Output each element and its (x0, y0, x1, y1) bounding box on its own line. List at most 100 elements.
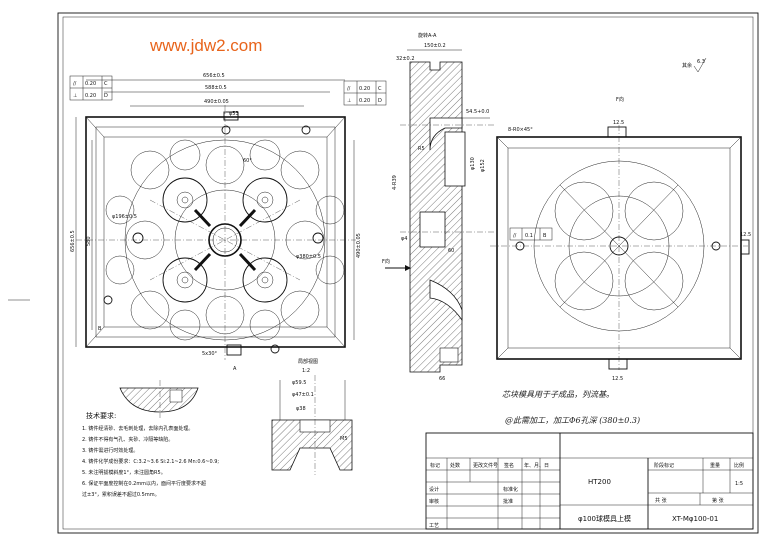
dim-top-3: 490±0.05 (204, 99, 229, 105)
cavity-4 (242, 257, 288, 303)
tb-stage-label: 阶段标记 (654, 462, 674, 469)
detail-view: 局部视图 1:2 φ59.5 φ47±0.1 φ38 M5 (119, 358, 353, 475)
tb-scale-label: 比例 (734, 462, 744, 469)
right-dim-2: 12.5 (740, 232, 751, 238)
section-dim-4: 4-R39 (392, 175, 398, 190)
geo-tol-4-ref: D (378, 98, 382, 104)
tech-item: 过±3°，累积误差不超过0.5mm。 (82, 491, 160, 498)
tb-row-label: 签名 (504, 462, 514, 469)
left-top-view: // 0.20 C ⊥ 0.20 D // 0.20 C ⊥ 0.20 D 65… (69, 73, 387, 372)
tb-role-label: 工艺 (429, 523, 439, 529)
tech-item: 4. 铸件化学成份要求：C:3.2~3.6 Si:2.1~2.6 Mn:0.6~… (82, 458, 219, 465)
tb-row-label: 年、月、日 (524, 462, 549, 469)
inner-border (62, 16, 754, 530)
guide-hole-right (312, 232, 324, 244)
tb-role-label: 批准 (503, 498, 513, 505)
right-dim-chamfer: 8-R0×45° (508, 127, 533, 133)
tb-row-label: 处数 (450, 462, 460, 469)
guide-hole-left (132, 232, 144, 244)
dim-hole-1: φ196±0.5 (112, 214, 137, 220)
geo-tol-3-ref: C (378, 86, 382, 92)
label-a: A (233, 366, 237, 372)
tech-requirements: 技术要求: 1. 铸件经清砂、去毛刺处理，去除内孔表面处理。 2. 铸件不得有气… (82, 411, 219, 498)
right-geo-tolerance: // 0.1 B (509, 227, 553, 241)
label-b: B (98, 326, 102, 332)
dim-bolt: φ53 (229, 111, 239, 117)
geo-tol-1-ref: C (104, 81, 108, 87)
dim-chamfer: 5x30° (202, 351, 218, 357)
tb-sheet-label-2: 第 张 (712, 497, 724, 504)
handwritten-note-2: @此需加工，加工Φ6孔深 (380±0.3) (505, 416, 640, 425)
plate-outline (85, 116, 346, 348)
lug-top (223, 111, 239, 121)
dim-left-2: 580 (86, 236, 92, 246)
detail-title: 局部视图 (298, 358, 318, 365)
dim-hole-2: φ380±0.5 (296, 254, 321, 260)
tech-item: 2. 铸件不得有气孔、夹砂、冷隔等缺陷。 (82, 436, 173, 443)
section-view-aa: 旋转A-A 150±0.2 32±0.2 54.5+0.0 φ130 φ152 … (382, 32, 495, 382)
detail-dim-1: φ59.5 (292, 380, 306, 386)
detail-section (271, 419, 353, 471)
outer-border (57, 12, 759, 534)
tb-weight-label: 重量 (710, 462, 720, 469)
title-block: 标记 处数 更改文件号 签名 年、月、日 设计 标准化 审核 工艺 批准 HT2… (425, 432, 754, 530)
geo-tol-4-val: 0.20 (359, 98, 370, 104)
geo-tol-2-sym: ⊥ (73, 93, 77, 99)
tb-row-label: 标记 (430, 462, 440, 469)
tb-part-name: φ100球模具上模 (578, 514, 631, 523)
section-dim-top: 150±0.2 (424, 43, 446, 49)
right-geo-sym: // (513, 233, 517, 239)
dim-angle: 60° (243, 158, 252, 164)
cavity-1 (162, 177, 208, 223)
cavity-2 (242, 177, 288, 223)
section-dim-2: φ130 (470, 157, 476, 170)
right-dim-3: 12.5 (612, 376, 623, 382)
cavity-pattern (105, 139, 345, 341)
tb-material: HT200 (588, 478, 611, 486)
dim-left-1: 656±0.5 (70, 230, 76, 252)
section-dim-3: φ152 (480, 159, 486, 172)
center-sprue (208, 223, 242, 257)
geo-tol-2-ref: D (104, 93, 108, 99)
right-geo-val: 0.1 (525, 233, 533, 239)
plate-inner-outline (95, 126, 336, 338)
cup-section-left (119, 387, 199, 413)
section-dim-8: φ4 (401, 236, 407, 242)
geo-tol-2-val: 0.20 (85, 93, 96, 99)
geo-tolerance-frame-right: // 0.20 C ⊥ 0.20 D (343, 80, 387, 106)
right-dim-1: 12.5 (613, 120, 624, 126)
tech-item: 3. 铸件需进行时效处理。 (82, 447, 138, 454)
roughness-note: 其余 (682, 62, 692, 69)
right-title: F向 (616, 96, 624, 103)
tb-role-label: 审核 (429, 498, 439, 505)
dim-top-1: 656±0.5 (203, 73, 225, 79)
section-dim-5: R5 (418, 146, 425, 152)
geo-tol-4-sym: ⊥ (347, 98, 351, 104)
dim-top-2: 588±0.5 (205, 85, 227, 91)
tb-scale-value: 1:5 (735, 481, 743, 487)
geo-tol-3-sym: // (347, 86, 351, 92)
tech-item: 1. 铸件经清砂、去毛刺处理，去除内孔表面处理。 (82, 425, 193, 432)
tech-item: 5. 未注明拔模斜度1°，未注圆角R5。 (82, 469, 166, 476)
section-title: 旋转A-A (418, 32, 437, 39)
right-geo-ref: B (543, 233, 547, 239)
detail-dim-3: φ38 (296, 406, 306, 412)
tb-drawing-no: XT-Mφ100-01 (672, 515, 718, 523)
handwritten-note-1: 芯块模具用于子成品，列流基。 (502, 390, 614, 399)
tb-role-label: 设计 (429, 486, 439, 493)
geo-tol-3-val: 0.20 (359, 86, 370, 92)
section-dim-left-top: 32±0.2 (396, 56, 415, 62)
tb-role-label: 标准化 (503, 486, 518, 493)
section-dim-7: 66 (439, 376, 445, 382)
cavity-3 (162, 257, 208, 303)
watermark-text: www.jdw2.com (149, 36, 262, 55)
tech-item: 6. 保证平面度控制在0.2mm以内，面间平行度要求不超 (82, 480, 206, 487)
detail-dim-2: φ47±0.1 (292, 392, 314, 398)
section-dim-6: 60 (448, 248, 454, 254)
section-dim-1: 54.5+0.0 (466, 109, 489, 115)
geo-tol-1-val: 0.20 (85, 81, 96, 87)
dim-right-1: 490±0.05 (356, 233, 362, 258)
tech-title: 技术要求: (86, 411, 116, 420)
